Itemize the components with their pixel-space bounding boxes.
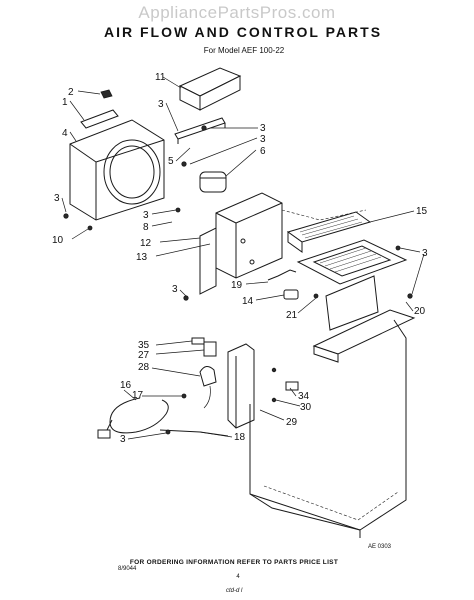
callout-30: 30 <box>300 402 312 413</box>
page-number: 4 <box>236 574 240 580</box>
part-15-louver <box>286 211 372 253</box>
callout-3-cord: 3 <box>120 434 126 445</box>
callout-11: 11 <box>155 72 166 83</box>
part-19-shaft <box>267 269 297 281</box>
part-5-bracket <box>174 117 226 144</box>
screw-icons <box>63 125 413 435</box>
callout-3-right: 3 <box>422 248 428 259</box>
callout-3-top-left: 3 <box>158 99 164 110</box>
callout-labels: 11 2 1 4 3 3 3 6 5 3 10 3 8 12 13 3 19 1… <box>52 72 428 445</box>
part-1-grille-strip <box>80 109 119 129</box>
part-16-power-cord <box>97 397 169 439</box>
callout-29: 29 <box>286 417 298 428</box>
callout-35: 35 <box>138 340 150 351</box>
callout-4: 4 <box>62 128 68 139</box>
callout-14: 14 <box>242 296 254 307</box>
callout-13: 13 <box>136 252 148 263</box>
callout-27: 27 <box>138 350 150 361</box>
callout-15: 15 <box>416 206 428 217</box>
callout-10: 10 <box>52 235 64 246</box>
callout-17: 17 <box>132 390 144 401</box>
part-35-switch <box>191 337 205 345</box>
part-4-front-panel <box>69 119 165 221</box>
diagram-code: AE 0303 <box>368 544 392 550</box>
part-28-thermostat <box>199 366 217 409</box>
part-34-terminal <box>285 381 299 391</box>
watermark: AppliancePartsPros.com <box>138 3 335 22</box>
callout-34: 34 <box>298 391 310 402</box>
part-20-grille-bar <box>312 309 416 363</box>
callout-19: 19 <box>231 280 243 291</box>
part-6-capacitor <box>199 171 227 193</box>
callout-3-capacitor: 3 <box>260 134 266 145</box>
callout-3-panel: 3 <box>54 193 60 204</box>
callout-3-bracket: 3 <box>260 123 266 134</box>
callout-1: 1 <box>62 97 68 108</box>
callout-3-mid: 3 <box>143 210 149 221</box>
part-11-top-cover <box>178 67 242 111</box>
control-box <box>227 343 255 429</box>
callout-6: 6 <box>260 146 266 157</box>
page-code: 8/9044 <box>118 566 137 572</box>
callout-18: 18 <box>234 432 246 443</box>
part-2-clip <box>100 89 113 99</box>
callout-20: 20 <box>414 306 426 317</box>
callout-28: 28 <box>138 362 150 373</box>
callout-3-lower-left: 3 <box>172 284 178 295</box>
callout-16: 16 <box>120 380 132 391</box>
callout-5: 5 <box>168 156 174 167</box>
part-27-switch-block <box>203 341 217 357</box>
filter-tray <box>296 239 408 331</box>
page-title: AIR FLOW AND CONTROL PARTS <box>104 24 382 40</box>
callout-21: 21 <box>286 310 298 321</box>
page-subtitle: For Model AEF 100-22 <box>204 46 285 55</box>
callout-12: 12 <box>140 238 152 249</box>
handwritten-note: ctd-d l <box>226 588 243 594</box>
cabinet-base <box>249 319 407 538</box>
callout-8: 8 <box>143 222 149 233</box>
control-bracket <box>199 192 283 295</box>
ordering-note: FOR ORDERING INFORMATION REFER TO PARTS … <box>130 559 338 566</box>
leader-lines <box>61 76 425 440</box>
callout-2: 2 <box>68 87 74 98</box>
part-14-knob <box>283 289 299 300</box>
